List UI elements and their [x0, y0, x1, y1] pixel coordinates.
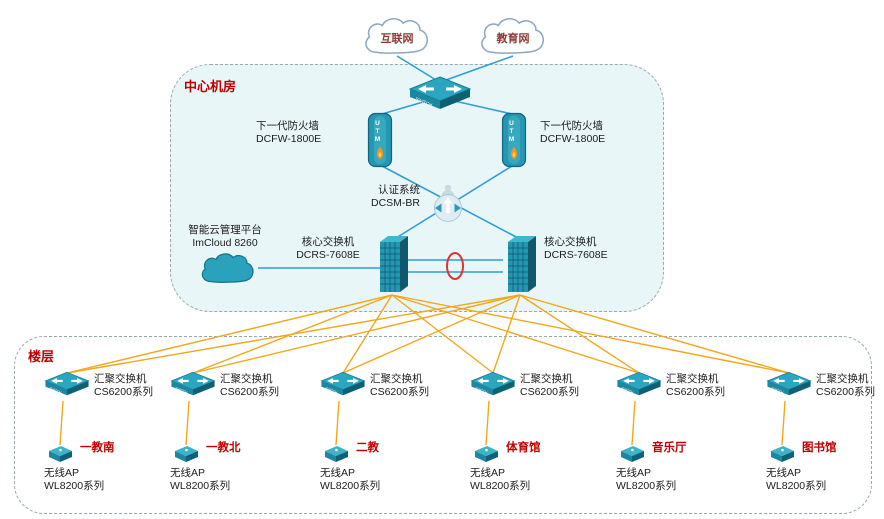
location-label: 一教南 [80, 442, 115, 454]
switch-icon-text: SWITCH [49, 386, 63, 395]
center-room-title: 中心机房 [184, 79, 237, 94]
internet-cloud-icon [365, 18, 429, 54]
ap-label: 无线AP WL8200系列 [616, 467, 677, 493]
core-switch-left-label: 核心交换机 DCRS-7608E [296, 236, 360, 262]
aggregation-switch-label: 汇聚交换机 CS6200系列 [220, 373, 279, 399]
auth-system-label: 认证系统 DCSM-BR [371, 184, 420, 210]
core-switch-right-icon [508, 236, 536, 292]
firewall-left-icon [367, 112, 393, 168]
wireless-ap-icon [621, 446, 644, 462]
ap-label: 无线AP WL8200系列 [766, 467, 827, 493]
ap-label: 无线AP WL8200系列 [44, 467, 105, 493]
ap-label: 无线AP WL8200系列 [320, 467, 381, 493]
location-label: 图书馆 [802, 442, 837, 454]
switch-icon-text: SWITCH [175, 386, 189, 395]
aggregation-switch-icon: SWITCH [170, 371, 216, 396]
aggregation-switch-label: 汇聚交换机 CS6200系列 [666, 373, 725, 399]
wireless-ap-icon [175, 446, 198, 462]
utm-text-left: UTM [374, 120, 381, 144]
firewall-left-label: 下一代防火墙 DCFW-1800E [256, 120, 322, 146]
switch-icon-text: SWITCH [325, 386, 339, 395]
wireless-ap-icon [325, 446, 348, 462]
core-switch-left-icon [380, 236, 408, 292]
core-switch-right-label: 核心交换机 DCRS-7608E [544, 236, 608, 262]
ap-label: 无线AP WL8200系列 [170, 467, 231, 493]
aggregation-switch-icon: SWITCH [320, 371, 366, 396]
utm-text-right: UTM [508, 120, 515, 144]
aggregation-switch-label: 汇聚交换机 CS6200系列 [520, 373, 579, 399]
location-label: 一教北 [206, 442, 241, 454]
aggregation-switch-icon: SWITCH [44, 371, 90, 396]
cloud-platform-label: 智能云管理平台 ImCloud 8260 [188, 224, 262, 250]
building-group-4: SWITCH 汇聚交换机 CS6200系列 体育馆 无线AP WL8200系列 [470, 370, 602, 508]
edu-cloud-label: 教育网 [496, 33, 530, 45]
wireless-ap-icon [475, 446, 498, 462]
building-group-5: SWITCH 汇聚交换机 CS6200系列 音乐厅 无线AP WL8200系列 [616, 370, 748, 508]
location-label: 音乐厅 [652, 442, 687, 454]
internet-cloud-label: 互联网 [380, 33, 414, 45]
wireless-ap-icon [771, 446, 794, 462]
location-label: 体育馆 [506, 442, 541, 454]
building-group-3: SWITCH 汇聚交换机 CS6200系列 二教 无线AP WL8200系列 [320, 370, 452, 508]
switch-icon-text: SWITCH [475, 386, 489, 395]
aggregation-switch-label: 汇聚交换机 CS6200系列 [370, 373, 429, 399]
aggregation-switch-icon: SWITCH [616, 371, 662, 396]
wireless-ap-icon [49, 446, 72, 462]
aggregation-switch-label: 汇聚交换机 CS6200系列 [816, 373, 875, 399]
switch-icon-text: SWITCH [771, 386, 785, 395]
aggregation-switch-icon: SWITCH [766, 371, 812, 396]
floor-title: 楼层 [28, 349, 55, 364]
location-label: 二教 [356, 442, 379, 454]
aggregation-switch-label: 汇聚交换机 CS6200系列 [94, 373, 153, 399]
border-switch-icon: SWITCH [408, 76, 472, 109]
ap-label: 无线AP WL8200系列 [470, 467, 531, 493]
switch-icon-text: SWITCH [621, 386, 635, 395]
building-group-2: SWITCH 汇聚交换机 CS6200系列 一教北 无线AP WL8200系列 [170, 370, 302, 508]
edu-cloud-icon [481, 18, 545, 54]
auth-system-icon [434, 184, 462, 222]
building-group-6: SWITCH 汇聚交换机 CS6200系列 图书馆 无线AP WL8200系列 [766, 370, 884, 508]
cloud-platform-icon [201, 253, 254, 283]
building-group-1: SWITCH 汇聚交换机 CS6200系列 一教南 无线AP WL8200系列 [44, 370, 176, 508]
firewall-right-label: 下一代防火墙 DCFW-1800E [540, 120, 606, 146]
aggregation-switch-icon: SWITCH [470, 371, 516, 396]
